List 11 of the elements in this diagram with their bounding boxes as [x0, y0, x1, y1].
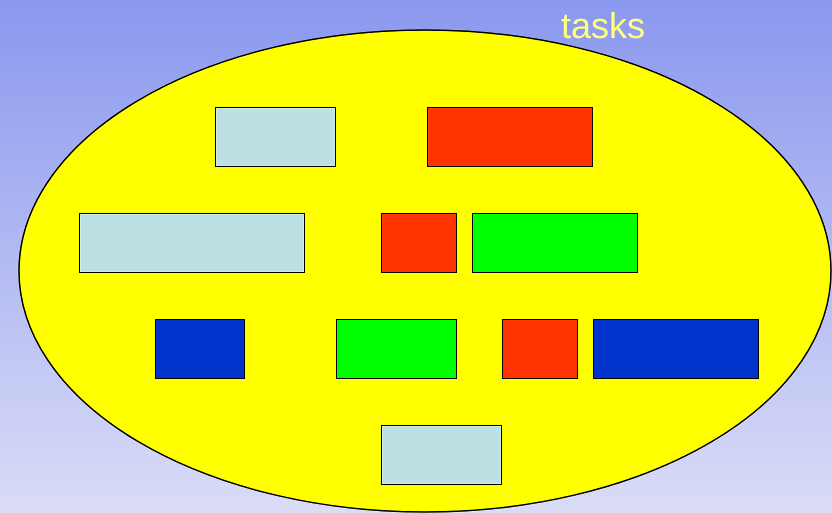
task-box — [381, 425, 502, 485]
task-box — [215, 107, 336, 167]
task-box — [79, 213, 305, 273]
task-box — [155, 319, 245, 379]
task-box — [502, 319, 578, 379]
set-title: tasks — [561, 6, 646, 46]
task-box — [593, 319, 759, 379]
task-box — [427, 107, 593, 167]
task-box — [336, 319, 457, 379]
task-box — [381, 213, 457, 273]
task-box — [472, 213, 638, 273]
